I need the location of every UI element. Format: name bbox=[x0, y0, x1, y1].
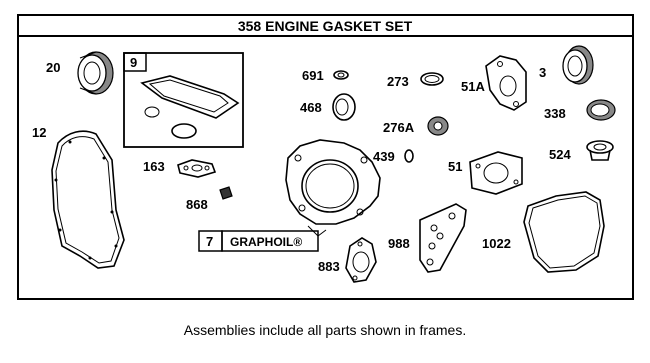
part-988-gasket bbox=[419, 203, 467, 273]
part-3-oil-seal bbox=[562, 45, 594, 85]
part-label-51: 51 bbox=[448, 159, 462, 174]
part-1022-gasket bbox=[523, 191, 605, 273]
diagram-title: 358 ENGINE GASKET SET bbox=[238, 18, 413, 34]
part-439-oring bbox=[404, 149, 414, 163]
part-label-3: 3 bbox=[539, 65, 546, 80]
part-338-seal bbox=[586, 99, 616, 121]
frame-7-label: GRAPHOIL® bbox=[230, 235, 302, 249]
part-273-ring bbox=[420, 72, 444, 86]
frame-9-gasket bbox=[140, 75, 240, 139]
part-label-20: 20 bbox=[46, 60, 60, 75]
diagram-frame bbox=[17, 14, 634, 300]
frame-9-number-box bbox=[123, 52, 147, 72]
frame-9 bbox=[123, 52, 244, 148]
part-label-439: 439 bbox=[373, 149, 395, 164]
part-51A-gasket bbox=[485, 55, 527, 111]
part-label-468: 468 bbox=[300, 100, 322, 115]
part-label-691: 691 bbox=[302, 68, 324, 83]
frame-7-number: 7 bbox=[206, 234, 213, 249]
part-20-oil-seal bbox=[77, 51, 114, 95]
part-12-crankcase-gasket bbox=[51, 130, 125, 269]
part-163-gasket bbox=[177, 159, 217, 178]
part-468-seal bbox=[332, 93, 356, 121]
part-label-12: 12 bbox=[32, 125, 46, 140]
part-label-163: 163 bbox=[143, 159, 165, 174]
frame-7-label-box bbox=[221, 230, 319, 252]
part-label-338: 338 bbox=[544, 106, 566, 121]
part-883-gasket bbox=[345, 237, 377, 283]
part-label-273: 273 bbox=[387, 74, 409, 89]
part-label-1022: 1022 bbox=[482, 236, 511, 251]
part-51-gasket bbox=[469, 151, 523, 195]
part-691-washer bbox=[333, 70, 349, 80]
part-label-276A: 276A bbox=[383, 120, 415, 135]
part-label-51A: 51A bbox=[461, 79, 485, 94]
part-label-524: 524 bbox=[549, 147, 571, 162]
footer-caption: Assemblies include all parts shown in fr… bbox=[183, 322, 467, 338]
part-label-868: 868 bbox=[186, 197, 208, 212]
part-868-plug bbox=[219, 186, 233, 200]
part-524-plug bbox=[586, 140, 614, 161]
part-label-988: 988 bbox=[388, 236, 410, 251]
head-gasket-7 bbox=[285, 139, 381, 237]
part-276A-washer bbox=[427, 116, 449, 136]
part-label-883: 883 bbox=[318, 259, 340, 274]
frame-9-number: 9 bbox=[130, 55, 137, 70]
